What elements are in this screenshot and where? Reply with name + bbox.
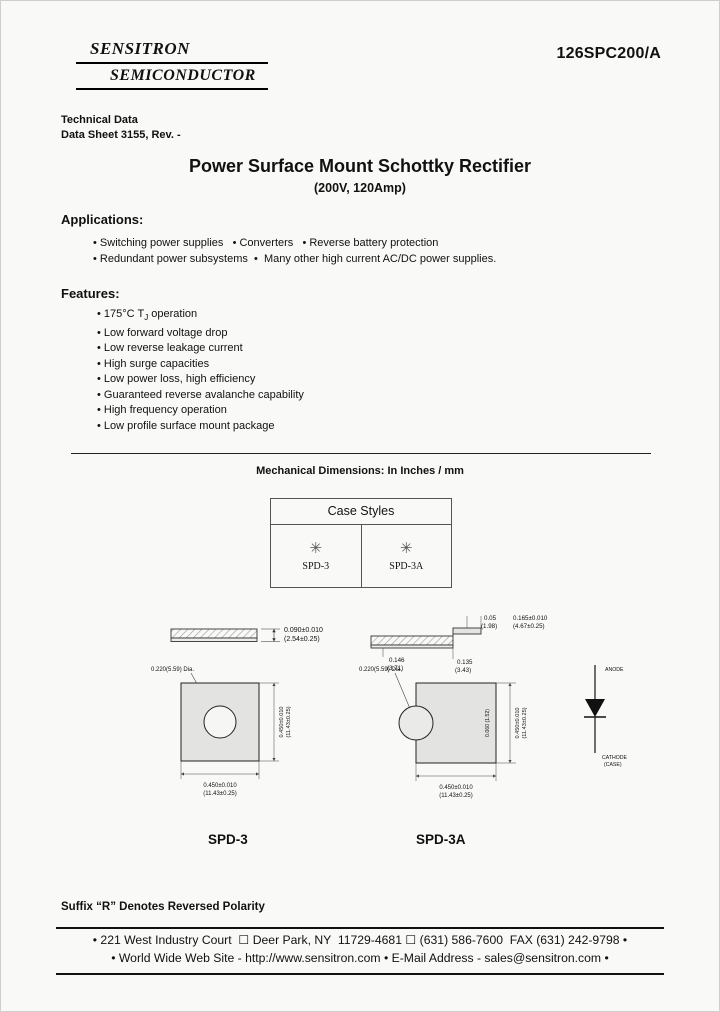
brand-name: SENSITRON bbox=[76, 39, 268, 64]
arrowhead bbox=[272, 683, 276, 686]
arrowhead bbox=[272, 758, 276, 761]
page-title: Power Surface Mount Schottky Rectifier bbox=[188, 156, 532, 176]
arrowhead bbox=[256, 772, 259, 776]
height-dim-label: (11.43±0.25) bbox=[286, 706, 292, 737]
hole-dim-label: 0.220(5.59) Dia. bbox=[359, 667, 402, 673]
feature-item: Low reverse leakage current bbox=[97, 341, 304, 357]
dim-label: 0.090±0.010 bbox=[284, 627, 323, 634]
feature-item: Guaranteed reverse avalanche capability bbox=[97, 388, 304, 404]
footer-web-email-line: • World Wide Web Site - http://www.sensi… bbox=[111, 951, 609, 965]
dim-label: 0.165±0.010 bbox=[513, 615, 548, 622]
applications-line-1: • Switching power supplies • Converters … bbox=[93, 237, 439, 249]
datasheet-revision: Data Sheet 3155, Rev. - bbox=[61, 129, 181, 141]
spd3a-package-label: SPD-3A bbox=[416, 832, 466, 847]
width-dim-label: (11.43±0.25) bbox=[203, 791, 237, 797]
arrowhead bbox=[272, 638, 276, 642]
height-dim-label: 0.450±0.010 bbox=[515, 707, 521, 738]
diode-triangle bbox=[585, 699, 605, 717]
width-dim-label: 0.450±0.010 bbox=[439, 785, 473, 791]
case-cell-spd3a: ✳ SPD-3A bbox=[360, 525, 452, 587]
brand-subname: SEMICONDUCTOR bbox=[76, 64, 268, 90]
case-style-icon: ✳ bbox=[399, 539, 413, 557]
dim-label: (3.71) bbox=[387, 665, 403, 672]
footer-divider-bottom bbox=[56, 973, 664, 975]
feature-item: High surge capacities bbox=[97, 357, 304, 373]
mechanical-heading: Mechanical Dimensions: In Inches / mm bbox=[256, 465, 464, 477]
height-dim-label: 0.450±0.010 bbox=[279, 706, 285, 737]
dim-label: 0.135 bbox=[457, 659, 473, 666]
feature-tj-pre: 175°C T bbox=[103, 308, 145, 320]
arrowhead bbox=[508, 760, 512, 763]
dim-label: 0.05 bbox=[484, 615, 497, 622]
technical-data-label: Technical Data bbox=[61, 114, 138, 126]
width-dim-label: (11.43±0.25) bbox=[439, 793, 473, 799]
dimension-lines bbox=[180, 682, 279, 779]
features-list: 175°C TJ operation Low forward voltage d… bbox=[97, 307, 304, 434]
mounting-tab bbox=[398, 705, 434, 741]
hole-dim-label: 0.220(5.59) Dia. bbox=[151, 667, 194, 673]
features-heading: Features: bbox=[61, 286, 120, 301]
spd3-side-profile bbox=[170, 628, 258, 642]
dim-label: (4.67±0.25) bbox=[513, 623, 545, 630]
applications-line-2: • Redundant power subsystems • Many othe… bbox=[93, 253, 497, 265]
dim-label: 0.146 bbox=[389, 657, 405, 664]
footer-address-line: • 221 West Industry Court ☐ Deer Park, N… bbox=[92, 933, 628, 947]
arrowhead bbox=[272, 629, 276, 633]
arrowhead bbox=[493, 774, 496, 778]
cathode-label: CATHODE bbox=[602, 755, 628, 761]
feature-item-tj: 175°C TJ operation bbox=[97, 307, 304, 326]
width-dim-label: 0.450±0.010 bbox=[203, 783, 237, 789]
technical-data-block: Technical Data Data Sheet 3155, Rev. - bbox=[61, 113, 181, 143]
case-styles-table: Case Styles ✳ SPD-3 ✳ SPD-3A bbox=[270, 498, 452, 588]
dimension-lines bbox=[261, 628, 280, 642]
dim-label: (3.43) bbox=[455, 667, 471, 674]
case-label-spd3a: SPD-3A bbox=[389, 560, 424, 572]
footer-divider-top bbox=[56, 927, 664, 929]
suffix-polarity-note: Suffix “R” Denotes Reversed Polarity bbox=[61, 901, 265, 913]
tab-dim-label: 0.060 (1.52) bbox=[485, 709, 491, 737]
spd3-top-view-drawing: 0.220(5.59) Dia. 0.450±0.010 (11.43±0.25… bbox=[151, 667, 292, 797]
brand-logo: SENSITRON SEMICONDUCTOR bbox=[76, 39, 268, 90]
feature-tj-sub: J bbox=[144, 313, 149, 323]
arrowhead bbox=[416, 774, 419, 778]
leader-line bbox=[394, 672, 412, 712]
arrowhead bbox=[508, 683, 512, 686]
case-cell-spd3: ✳ SPD-3 bbox=[271, 525, 361, 587]
feature-item: Low power loss, high efficiency bbox=[97, 372, 304, 388]
case-label-spd3: SPD-3 bbox=[302, 560, 330, 572]
diode-symbol-icon: ANODE CATHODE (CASE) bbox=[584, 665, 628, 768]
feature-tj-post: operation bbox=[148, 308, 198, 320]
dimension-lines bbox=[415, 682, 516, 781]
feature-item: Low profile surface mount package bbox=[97, 419, 304, 435]
feature-item: Low forward voltage drop bbox=[97, 326, 304, 342]
spd3-side-view-drawing: 0.090±0.010 (2.54±0.25) bbox=[170, 627, 323, 643]
cathode-case-label: (CASE) bbox=[604, 762, 622, 768]
spd3-package-label: SPD-3 bbox=[208, 832, 248, 847]
dimension-lines bbox=[382, 616, 482, 659]
page-subtitle: (200V, 120Amp) bbox=[314, 181, 406, 195]
spd3a-side-view-drawing: 0.05 (1.98) 0.165±0.010 (4.67±0.25) 0.14… bbox=[370, 615, 548, 674]
spd3a-top-view-drawing: 0.220(5.59) Dia. 0.060 (1.52) 0.450±0.01… bbox=[359, 667, 528, 799]
height-dim-label: (11.43±0.25) bbox=[522, 707, 528, 738]
arrowhead bbox=[181, 772, 184, 776]
anode-label: ANODE bbox=[605, 667, 624, 673]
section-divider bbox=[71, 453, 651, 454]
mounting-hole bbox=[203, 705, 237, 739]
dim-label: (2.54±0.25) bbox=[284, 636, 320, 643]
applications-heading: Applications: bbox=[61, 212, 144, 227]
spd3a-side-profile bbox=[370, 627, 482, 649]
part-number: 126SPC200/A bbox=[556, 45, 661, 62]
case-styles-title: Case Styles bbox=[271, 499, 451, 525]
case-style-icon: ✳ bbox=[309, 539, 323, 557]
feature-item: High frequency operation bbox=[97, 403, 304, 419]
dim-label: (1.98) bbox=[481, 623, 497, 630]
